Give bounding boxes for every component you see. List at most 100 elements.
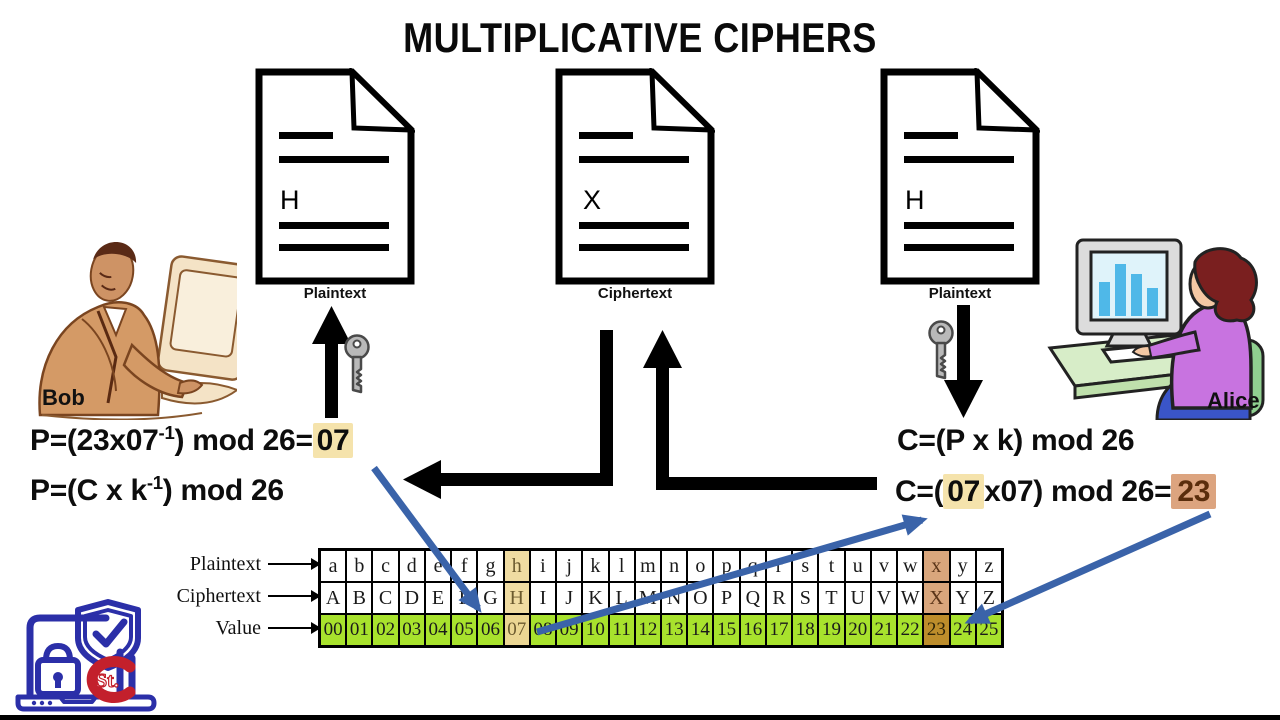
table-cell: 07 xyxy=(503,614,530,646)
formula-text: -1 xyxy=(158,422,175,443)
formula-text: ) mod 26= xyxy=(174,424,313,457)
row-label-text: Plaintext xyxy=(189,552,261,575)
hand xyxy=(1131,344,1153,358)
formula-text: C=( xyxy=(895,475,944,508)
arm xyxy=(122,342,190,399)
table-cell: l xyxy=(608,550,635,582)
table-cell: Q xyxy=(739,582,766,614)
laptop-outline xyxy=(26,614,110,698)
table-cell: v xyxy=(870,550,898,582)
table-cell: u xyxy=(844,550,871,582)
table-cell: i xyxy=(529,550,557,582)
hair xyxy=(93,242,137,264)
table-cell: O xyxy=(687,582,714,614)
table-cell: d xyxy=(398,550,425,582)
table-cell: T xyxy=(818,582,845,614)
formula-text: x07) mod 26= xyxy=(984,475,1172,508)
shield xyxy=(75,599,141,671)
table-cell: 01 xyxy=(346,614,373,646)
document-letter: H xyxy=(905,185,925,215)
table-cell: p xyxy=(713,550,740,582)
table-cell: V xyxy=(870,582,898,614)
keyboard xyxy=(1100,340,1198,364)
table-cell: e xyxy=(424,550,452,582)
table-cell: 16 xyxy=(739,614,766,646)
table-cell: P xyxy=(713,582,740,614)
document-letter: X xyxy=(583,185,601,215)
checkmark xyxy=(92,618,128,648)
computer-sketch xyxy=(156,255,237,381)
table-cell: t xyxy=(818,550,845,582)
table-cell: y xyxy=(949,550,976,582)
table-cell: 00 xyxy=(320,614,347,646)
document-label: Plaintext xyxy=(928,285,992,302)
table-cell: R xyxy=(765,582,793,614)
row-label-ciphertext: Ciphertext xyxy=(142,581,321,611)
document-icon: X xyxy=(555,68,715,285)
desk xyxy=(1047,331,1234,388)
table-cell: j xyxy=(556,550,583,582)
table-cell: 21 xyxy=(870,614,898,646)
table-cell: 05 xyxy=(451,614,478,646)
security-logo: St. xyxy=(15,599,157,712)
table-cell: b xyxy=(346,550,373,582)
table-cell: 09 xyxy=(556,614,583,646)
table-cell: C xyxy=(372,582,399,614)
table-cell: B xyxy=(346,582,373,614)
document-letter: H xyxy=(280,185,300,215)
formula-highlight: 23 xyxy=(1171,474,1217,509)
padlock-shackle xyxy=(43,643,73,663)
table-cell: Z xyxy=(975,582,1002,614)
table-cell: 22 xyxy=(897,614,924,646)
table-cell: I xyxy=(529,582,557,614)
bob-label: Bob xyxy=(42,385,85,410)
head xyxy=(89,242,137,302)
page-title: MULTIPLICATIVE CIPHERS xyxy=(403,14,877,61)
formula-text: P=(C x k xyxy=(30,474,147,507)
table-cell: q xyxy=(739,550,766,582)
table-cell: a xyxy=(320,550,347,582)
formula-highlight: 07 xyxy=(943,474,985,509)
table-cell: Y xyxy=(949,582,976,614)
table-cell: 19 xyxy=(818,614,845,646)
laptop-base xyxy=(15,694,157,712)
formula-text: C=(P x k) mod 26 xyxy=(897,424,1135,457)
table-cell: w xyxy=(897,550,924,582)
document-icon: H xyxy=(255,68,415,285)
encrypt-formula-general: C=(P x k) mod 26 xyxy=(897,424,1135,458)
keyboard-sketch xyxy=(161,382,237,405)
table-cell: F xyxy=(451,582,478,614)
table-cell: K xyxy=(582,582,609,614)
flow-arrow xyxy=(312,305,983,499)
decrypt-formula-general: P=(C x k-1) mod 26 xyxy=(30,472,284,508)
row-label-text: Ciphertext xyxy=(176,584,261,607)
table-cell: 20 xyxy=(844,614,871,646)
table-cell: D xyxy=(398,582,425,614)
padlock-body xyxy=(35,657,81,697)
document-label: Ciphertext xyxy=(597,285,673,302)
plaintext-document-left: H Plaintext xyxy=(255,68,415,302)
table-cell: 06 xyxy=(477,614,504,646)
face xyxy=(1188,258,1228,310)
table-cell: n xyxy=(661,550,688,582)
sc-emblem: St. xyxy=(86,656,136,703)
table-cell: o xyxy=(687,550,714,582)
table-cell: 12 xyxy=(634,614,661,646)
formula-text: ) mod 26 xyxy=(162,474,284,507)
table-cell: M xyxy=(634,582,661,614)
row-label-value: Value xyxy=(142,613,321,643)
table-cell: r xyxy=(765,550,793,582)
blue-arrow-to-value23 xyxy=(964,510,1212,625)
table-cell: 18 xyxy=(792,614,819,646)
table-cell: S xyxy=(792,582,819,614)
row-label-plaintext: Plaintext xyxy=(142,549,321,579)
right-arrow-icon xyxy=(268,590,321,602)
table-cell: f xyxy=(451,550,478,582)
table-cell: s xyxy=(792,550,819,582)
bottom-border xyxy=(0,715,1280,720)
table-cell: U xyxy=(844,582,871,614)
table-cell: g xyxy=(477,550,504,582)
key-icon xyxy=(344,334,370,394)
table-cell: k xyxy=(582,550,609,582)
